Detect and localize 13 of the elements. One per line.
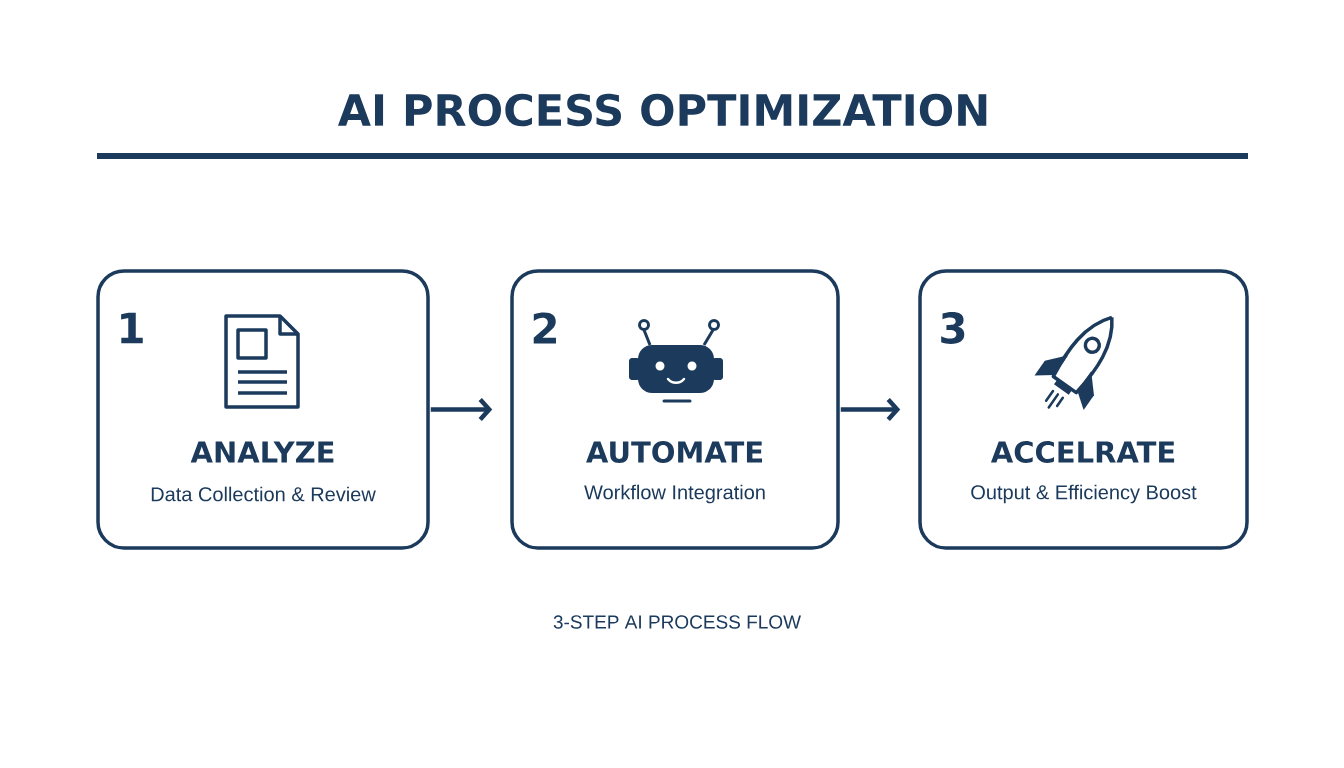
step-description: Output & Efficiency Boost (971, 484, 1197, 504)
step-description: Workflow Integration (584, 484, 765, 504)
step-title: ACCELRATE (990, 441, 1175, 463)
title: AI PROCESS OPTIMIZATION (337, 93, 987, 127)
arrow (840, 398, 901, 421)
step-title: ANALYZE (190, 441, 334, 463)
step-number: 3 (941, 312, 965, 344)
caption: 3-STEP AI PROCESS FLOW (553, 615, 801, 629)
step-title: AUTOMATE (586, 441, 762, 463)
step-description: Data Collection & Review (151, 486, 376, 502)
arrow (430, 398, 493, 421)
step-number: 2 (533, 312, 556, 344)
step-number: 1 (121, 312, 143, 344)
